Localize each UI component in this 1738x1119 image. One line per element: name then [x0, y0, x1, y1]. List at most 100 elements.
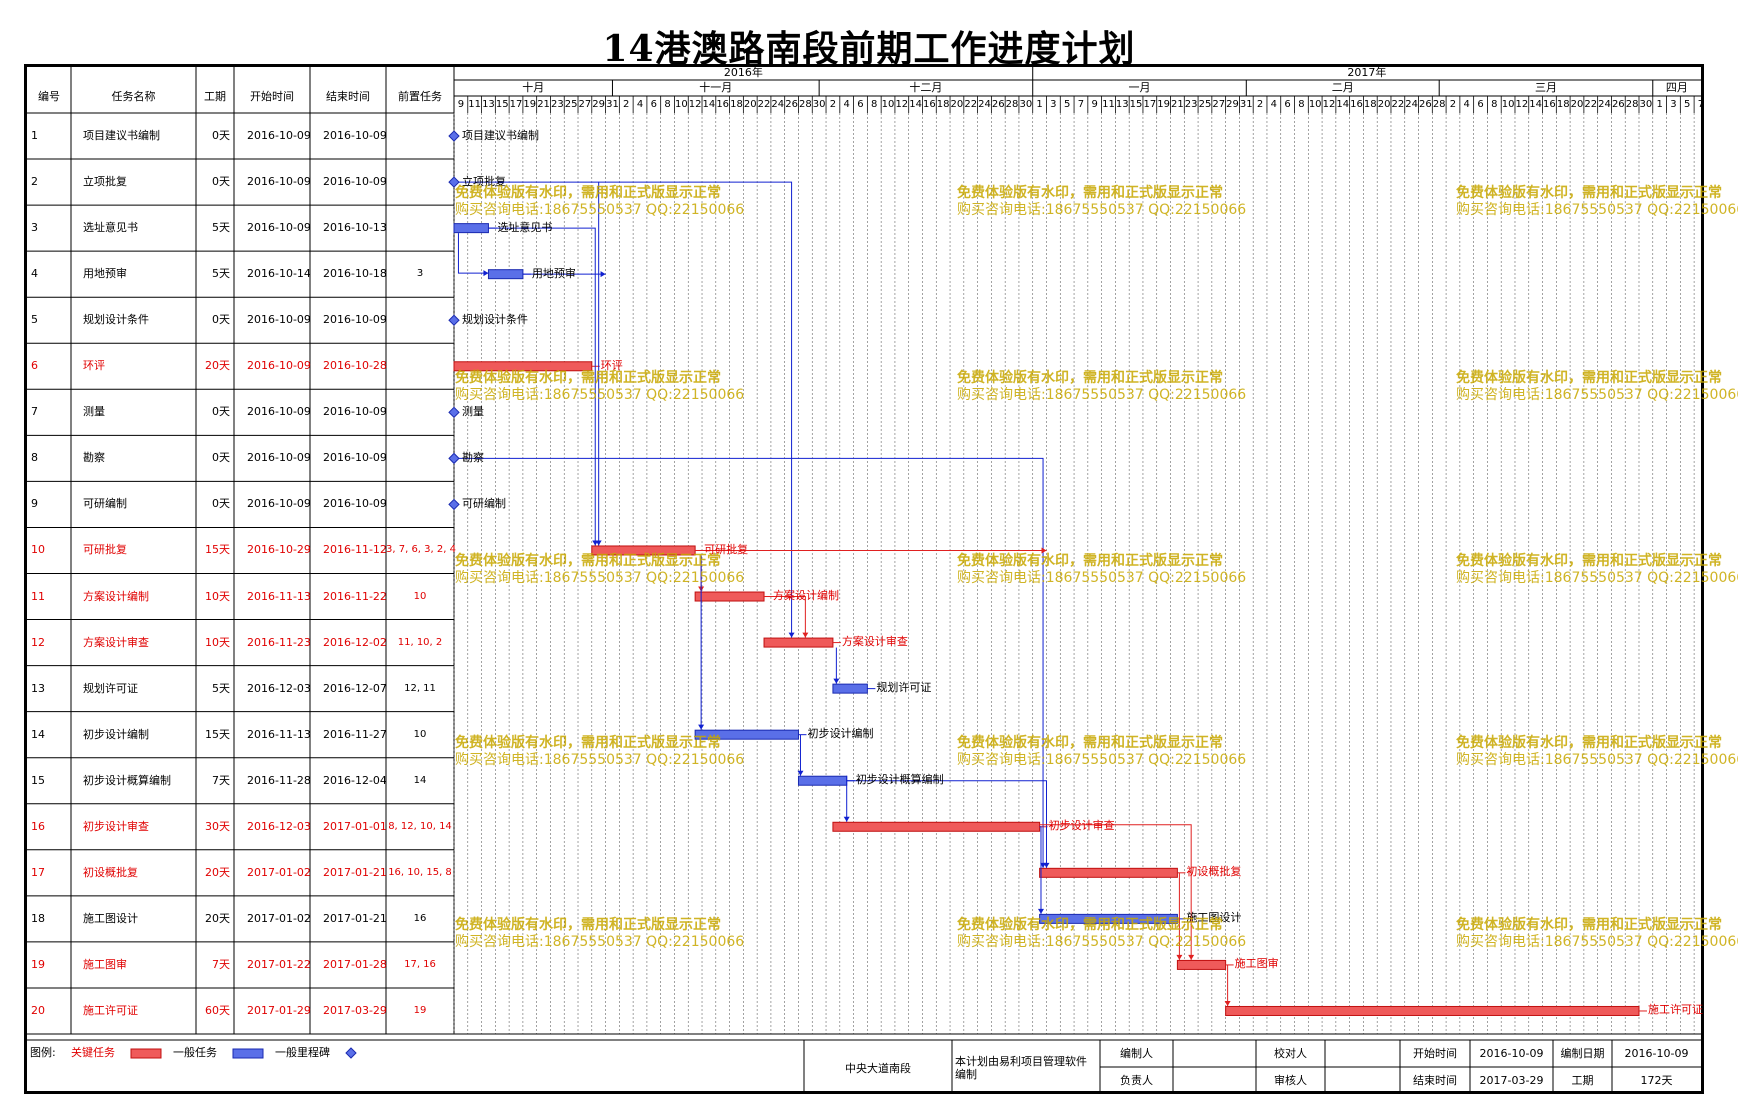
task-name: 可研编制 [83, 497, 127, 511]
day-label: 25 [564, 99, 578, 110]
task-name: 用地预审 [83, 267, 127, 281]
task-predecessors: 17, 16 [404, 958, 436, 970]
task-end: 2016-10-09 [323, 129, 387, 143]
footer-duration-value: 172天 [1640, 1074, 1673, 1087]
bar-label: 规划许可证 [876, 681, 932, 695]
day-label: 27 [578, 99, 592, 110]
watermark-line2: 购买咨询电话:18675550537 QQ:22150066 [957, 387, 1247, 403]
task-start: 2017-01-22 [247, 957, 311, 971]
task-start: 2017-01-02 [247, 865, 311, 879]
task-name: 施工图设计 [83, 911, 138, 925]
task-name: 初步设计概算编制 [83, 773, 171, 787]
day-label: 5 [1684, 99, 1691, 110]
watermark-line2: 购买咨询电话:18675550537 QQ:22150066 [455, 934, 745, 950]
day-label: 19 [1157, 99, 1170, 110]
legend-milestone-diamond [345, 1047, 357, 1059]
watermark-line2: 购买咨询电话:18675550537 QQ:22150066 [957, 570, 1247, 586]
month-label: 四月 [1665, 81, 1688, 94]
year-label-2017: 2017年 [1347, 66, 1387, 79]
task-start: 2016-10-09 [247, 313, 311, 327]
task-name: 初设概批复 [83, 865, 138, 879]
task-duration: 7天 [212, 773, 230, 787]
dependency-arrow [1041, 547, 1047, 554]
task-name: 方案设计审查 [83, 635, 149, 649]
dependency-arrow [1043, 862, 1050, 868]
day-label: 18 [730, 99, 743, 110]
watermark-line2: 购买咨询电话:18675550537 QQ:22150066 [455, 752, 745, 768]
watermark-line1: 免费体验版有水印，需用和正式版显示正常 [957, 553, 1223, 569]
day-label: 2 [623, 99, 630, 110]
day-label: 1 [1656, 99, 1663, 110]
day-label: 25 [1198, 99, 1212, 110]
footer-checker-label: 校对人 [1274, 1047, 1307, 1060]
task-end: 2016-10-09 [323, 175, 387, 189]
task-name: 选址意见书 [83, 221, 138, 235]
day-label: 19 [523, 99, 537, 110]
bar-label: 初步设计概算编制 [855, 773, 944, 787]
task-duration: 20天 [205, 359, 230, 373]
task-start: 2016-12-03 [247, 681, 311, 695]
day-label: 28 [1625, 99, 1639, 110]
watermark-line1: 免费体验版有水印，需用和正式版显示正常 [957, 185, 1223, 201]
day-label: 20 [1570, 99, 1584, 110]
critical-bar [832, 821, 1041, 832]
task-id: 10 [31, 543, 45, 557]
task-duration: 0天 [212, 451, 230, 465]
task-duration: 10天 [205, 635, 230, 649]
watermark-line1: 免费体验版有水印，需用和正式版显示正常 [1456, 370, 1722, 386]
day-label: 24 [978, 99, 991, 110]
task-duration: 10天 [205, 589, 230, 603]
watermark-line1: 免费体验版有水印，需用和正式版显示正常 [957, 917, 1223, 933]
task-name: 环评 [83, 359, 105, 373]
task-predecessors: 10 [413, 590, 427, 602]
day-label: 12 [1322, 99, 1336, 110]
task-end: 2016-10-09 [323, 451, 387, 465]
dependency-arrow [797, 770, 804, 776]
dependency-arrow [843, 816, 850, 822]
dependency-link [1039, 826, 1042, 914]
day-label: 6 [857, 99, 864, 110]
task-end: 2016-10-28 [323, 359, 387, 373]
dependency-arrow [698, 724, 705, 730]
task-name: 测量 [83, 405, 105, 419]
column-header-6: 前置任务 [398, 90, 442, 103]
task-predecessors: 10 [413, 728, 427, 740]
task-id: 12 [31, 635, 45, 649]
task-predecessors: 14 [413, 774, 427, 786]
day-label: 8 [1491, 99, 1498, 110]
bar-label: 用地预审 [531, 266, 576, 280]
bar-label: 方案设计编制 [773, 589, 840, 603]
normal-bar [453, 223, 489, 234]
page-title: 14港澳路南段前期工作进度计划 [602, 28, 1136, 70]
task-duration: 20天 [205, 911, 230, 925]
footer-compile-date-value: 2016-10-09 [1624, 1047, 1689, 1060]
watermark-line1: 免费体验版有水印，需用和正式版显示正常 [455, 553, 721, 569]
day-label: 3 [1670, 99, 1677, 110]
task-name: 施工图审 [83, 957, 127, 971]
day-label: 29 [1226, 99, 1239, 110]
day-label: 10 [881, 99, 895, 110]
task-start: 2016-11-23 [247, 635, 311, 649]
watermark-line1: 免费体验版有水印，需用和正式版显示正常 [957, 735, 1223, 751]
critical-bar [763, 637, 834, 648]
day-label: 22 [1584, 99, 1598, 110]
day-label: 20 [950, 99, 964, 110]
column-header-2: 任务名称 [111, 90, 156, 103]
task-start: 2017-01-02 [247, 911, 311, 925]
day-label: 8 [664, 99, 671, 110]
task-id: 7 [31, 405, 38, 419]
task-start: 2016-10-09 [247, 359, 311, 373]
dependency-link [457, 233, 489, 274]
watermark-line2: 购买咨询电话:18675550537 QQ:22150066 [455, 202, 745, 218]
task-duration: 7天 [212, 957, 230, 971]
day-label: 2 [1449, 99, 1457, 110]
day-label: 30 [1019, 99, 1033, 110]
milestone-label: 规划设计条件 [462, 313, 528, 327]
column-header-5: 结束时间 [326, 90, 370, 103]
task-duration: 5天 [212, 221, 230, 235]
footer-start-label: 开始时间 [1413, 1047, 1457, 1060]
month-label: 十一月 [699, 81, 733, 94]
normal-bar [832, 683, 868, 694]
task-start: 2016-10-09 [247, 129, 311, 143]
day-label: 26 [785, 99, 798, 110]
